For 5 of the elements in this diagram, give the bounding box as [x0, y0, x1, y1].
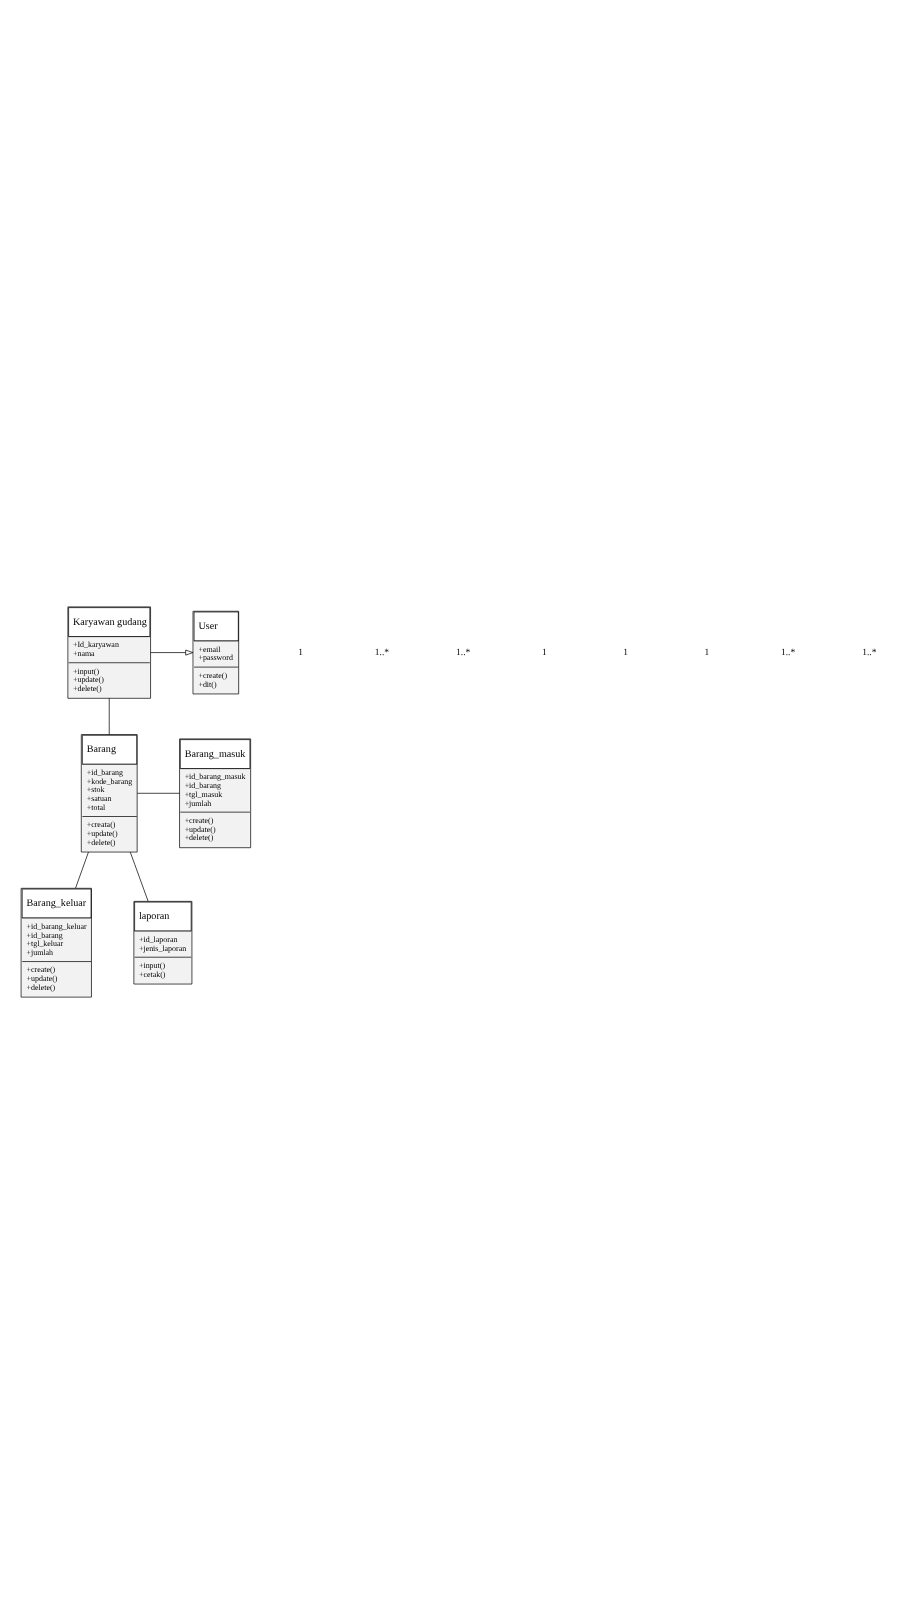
connector [108, 696, 110, 734]
connector [75, 850, 89, 888]
connector [137, 791, 180, 793]
connector [129, 850, 149, 901]
arrow [150, 648, 194, 655]
